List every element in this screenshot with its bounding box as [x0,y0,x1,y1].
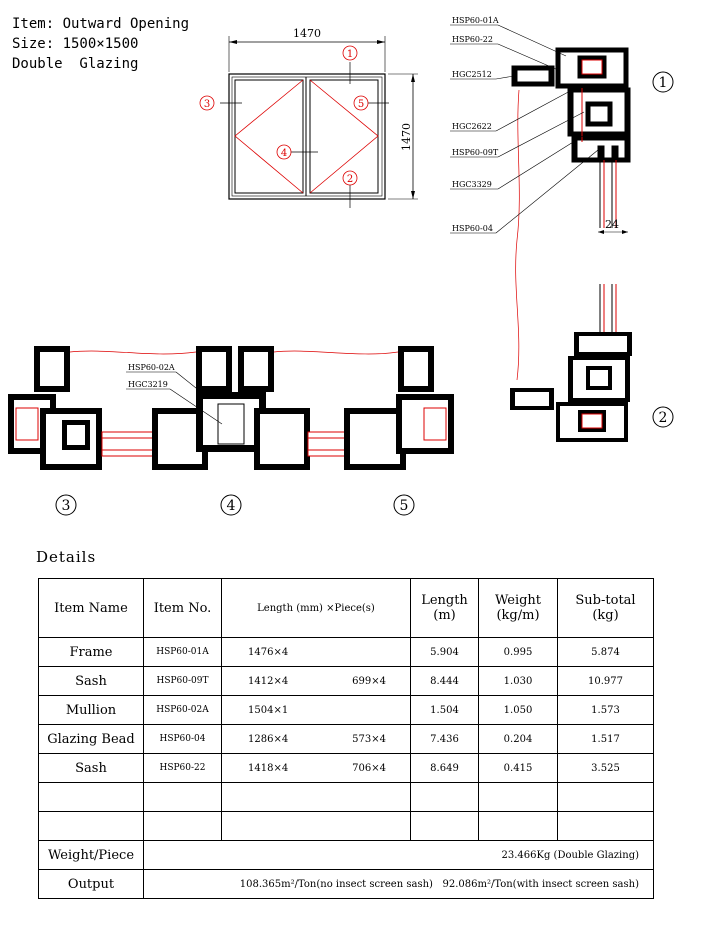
label-hgc3219: HGC3219 [128,380,168,389]
svg-text:5: 5 [358,99,364,110]
technical-drawing: 1470 1470 1 2 3 4 5 [8,16,674,516]
svg-text:4: 4 [227,498,236,514]
svg-text:2: 2 [347,174,353,185]
label-hsp60-04: HSP60-04 [452,224,493,233]
header-weight: Weight(kg/m) [478,578,558,638]
svg-text:4: 4 [281,148,287,159]
label-hgc2622: HGC2622 [452,122,492,131]
table-row: Mullion HSP60-02A 1504×1 1.504 1.050 1.5… [38,695,654,725]
svg-text:1: 1 [659,75,668,91]
header-item-name: Item Name [38,578,144,638]
svg-text:2: 2 [659,410,668,426]
header-length: Length (mm) ×Piece(s) [221,578,411,638]
table-header-row: Item Name Item No. Length (mm) ×Piece(s)… [38,578,654,638]
item-text: Item: Outward Opening [12,16,190,32]
label-hsp60-01a: HSP60-01A [452,16,499,25]
elevation-callout-3: 3 [199,95,215,111]
horizontal-section [8,346,454,470]
elevation-callout-4: 4 [276,144,292,160]
label-hsp60-02a: HSP60-02A [128,363,175,372]
header-subtotal: Sub-total(kg) [557,578,654,638]
table-row: Frame HSP60-01A 1476×4 5.904 0.995 5.874 [38,637,654,667]
header-length-m: Length(m) [410,578,479,638]
section-callout-3: 3 [55,494,77,516]
header-block: Item: Outward Opening Size: 1500×1500 Do… [12,14,189,74]
vertical-section-top [511,47,631,163]
svg-text:1: 1 [347,49,353,60]
elevation-callout-1: 1 [342,45,358,61]
section-callout-4: 4 [220,494,242,516]
elevation-callout-2: 2 [342,170,358,186]
table-row-empty [38,811,654,841]
elevation-drawing: 1470 1470 [220,27,418,208]
table-row-empty [38,782,654,812]
details-title: Details [36,548,97,566]
label-hsp60-22: HSP60-22 [452,35,493,44]
details-table: Item Name Item No. Length (mm) ×Piece(s)… [38,578,654,899]
label-hsp60-09t: HSP60-09T [452,148,499,157]
vertical-section-bottom [510,284,632,442]
section-callout-1: 1 [652,71,674,93]
elevation-callout-5: 5 [353,95,369,111]
label-hgc2512: HGC2512 [452,70,492,79]
glazing-text: Double Glazing [12,56,139,72]
svg-text:3: 3 [204,99,210,110]
height-dimension: 1470 [400,123,413,151]
header-item-no: Item No. [143,578,222,638]
output-row: Output 108.365m²/Ton(no insect screen sa… [38,869,654,899]
section-callout-2: 2 [652,406,674,428]
glass-panes-top: 24 [598,160,628,234]
weight-per-piece-row: Weight/Piece 23.466Kg (Double Glazing) [38,840,654,870]
width-dimension: 1470 [293,27,321,40]
label-hgc3329: HGC3329 [452,180,492,189]
size-text: Size: 1500×1500 [12,36,139,52]
svg-text:3: 3 [62,498,71,514]
section-callout-5: 5 [393,494,415,516]
svg-text:5: 5 [400,498,409,514]
break-line-vertical [515,89,520,381]
glass-thickness-dim: 24 [605,218,619,231]
